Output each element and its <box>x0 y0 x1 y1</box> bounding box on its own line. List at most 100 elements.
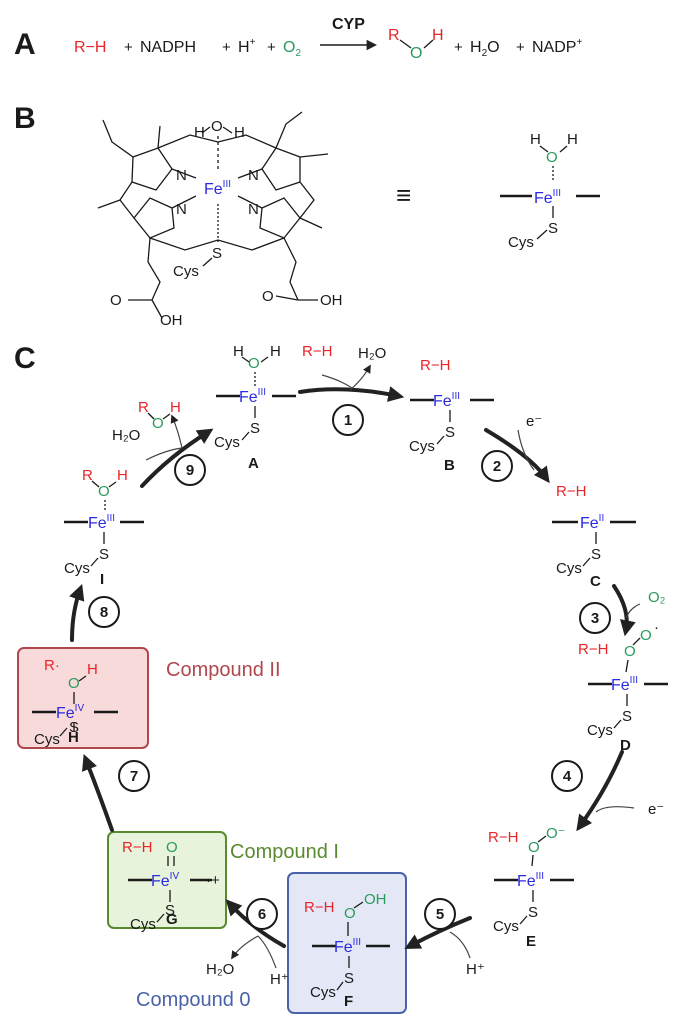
species-i: R O H FeIII S Cys I <box>64 467 144 588</box>
svg-text:H: H <box>170 399 181 416</box>
svg-text:R−H: R−H <box>420 357 450 374</box>
svg-text:Cys: Cys <box>310 984 336 1001</box>
product-alcohol: R O H <box>388 27 444 62</box>
svg-text:N: N <box>248 167 259 184</box>
svg-text:Cys: Cys <box>493 918 519 935</box>
svg-text:·: · <box>654 619 659 636</box>
svg-text:O: O <box>344 905 356 922</box>
product-roh: R O H <box>138 399 181 432</box>
svg-text:R: R <box>82 467 93 484</box>
reactant-nadph: NADPH <box>140 39 196 56</box>
svg-text:H: H <box>567 131 578 148</box>
panel-label-c: C <box>14 342 36 375</box>
step-9-circle <box>174 454 206 486</box>
svg-text:S: S <box>445 424 455 441</box>
proton-1: H⁺ <box>466 961 485 978</box>
svg-text:O: O <box>528 839 540 856</box>
species-e: R−H O O⁻ FeIII S Cys E <box>488 825 574 950</box>
plus-4: + <box>454 39 463 56</box>
svg-text:Cys: Cys <box>214 434 240 451</box>
svg-text:R: R <box>388 27 400 44</box>
svg-text:2: 2 <box>493 458 501 475</box>
svg-text:5: 5 <box>436 906 444 923</box>
water-bound: H₂O <box>112 427 140 444</box>
svg-text:D: D <box>620 737 631 754</box>
svg-text:B: B <box>444 457 455 474</box>
product-water: H2O <box>470 39 500 59</box>
svg-text:O: O <box>110 292 122 309</box>
step-numbers: 1 2 3 4 5 6 7 8 9 <box>88 404 611 930</box>
svg-text:FeIII: FeIII <box>517 871 544 890</box>
svg-text:6: 6 <box>258 906 266 923</box>
reactant-proton: H+ <box>238 37 256 56</box>
plus-2: + <box>222 39 231 56</box>
species-h-cys-bond <box>59 727 68 737</box>
svg-text:7: 7 <box>130 768 138 785</box>
compound-ii-label: Compound II <box>166 659 281 681</box>
svg-text:H: H <box>87 661 98 678</box>
svg-text:O: O <box>248 355 260 372</box>
compound-ii-box <box>17 647 149 749</box>
svg-text:OH: OH <box>160 312 183 329</box>
cycle-arrows <box>69 364 641 969</box>
svg-text:Cys: Cys <box>130 916 156 933</box>
compound-0-label: Compound 0 <box>136 989 251 1011</box>
step-2-circle <box>481 450 513 482</box>
svg-text:A: A <box>248 455 259 472</box>
svg-text:H: H <box>234 124 245 141</box>
svg-text:C: C <box>590 573 601 590</box>
step-4-circle <box>551 760 583 792</box>
species-b: R−H FeIII S Cys B <box>409 357 494 474</box>
compound-i-label: Compound I <box>230 841 339 863</box>
svg-text:H: H <box>233 343 244 360</box>
svg-text:S: S <box>99 546 109 563</box>
svg-text:O: O <box>262 288 274 305</box>
svg-text:F: F <box>344 993 353 1010</box>
svg-text:Cys: Cys <box>556 560 582 577</box>
panel-label-a: A <box>14 28 36 61</box>
svg-text:R−H: R−H <box>122 839 152 856</box>
reactant-oxygen: O2 <box>283 39 301 59</box>
svg-text:H: H <box>117 467 128 484</box>
svg-text:FeIV: FeIV <box>151 871 179 890</box>
svg-text:S: S <box>622 708 632 725</box>
svg-text:OH: OH <box>364 891 387 908</box>
svg-text:9: 9 <box>186 462 194 479</box>
species-h: R· O H FeIV S <box>32 657 118 732</box>
svg-text:S: S <box>591 546 601 563</box>
enzyme-cyp: CYP <box>332 16 365 33</box>
svg-text:R−H: R−H <box>578 641 608 658</box>
plus-5: + <box>516 39 525 56</box>
species-g-lower: G <box>166 911 178 928</box>
step-7-circle <box>118 760 150 792</box>
svg-text:FeIII: FeIII <box>88 513 115 532</box>
simplified-heme: H O H FeIII S Cys <box>500 131 600 251</box>
step-6-circle <box>246 898 278 930</box>
svg-text:N: N <box>248 201 259 218</box>
svg-text:I: I <box>100 571 104 588</box>
svg-text:Cys: Cys <box>173 263 199 280</box>
species-h-cys: Cys <box>34 731 60 748</box>
panel-b: B H O H <box>14 102 600 329</box>
svg-text:H: H <box>530 131 541 148</box>
svg-text:R·: R· <box>44 657 60 674</box>
electron-2: e⁻ <box>648 801 664 818</box>
svg-text:O: O <box>98 483 110 500</box>
species-h-label: H <box>68 729 79 746</box>
equivalence-sign: ≡ <box>396 180 411 210</box>
svg-text:FeIII: FeIII <box>239 387 266 406</box>
plus-3: + <box>267 39 276 56</box>
svg-text:3: 3 <box>591 610 599 627</box>
svg-text:S: S <box>250 420 260 437</box>
panel-label-b: B <box>14 102 36 135</box>
svg-text:R: R <box>138 399 149 416</box>
svg-text:O: O <box>546 149 558 166</box>
svg-text:N: N <box>176 201 187 218</box>
svg-text:S: S <box>165 902 175 919</box>
svg-text:O: O <box>624 643 636 660</box>
svg-text:R−H: R−H <box>304 899 334 916</box>
step-1-circle <box>332 404 364 436</box>
svg-text:S: S <box>69 719 79 736</box>
svg-text:Cys: Cys <box>64 560 90 577</box>
